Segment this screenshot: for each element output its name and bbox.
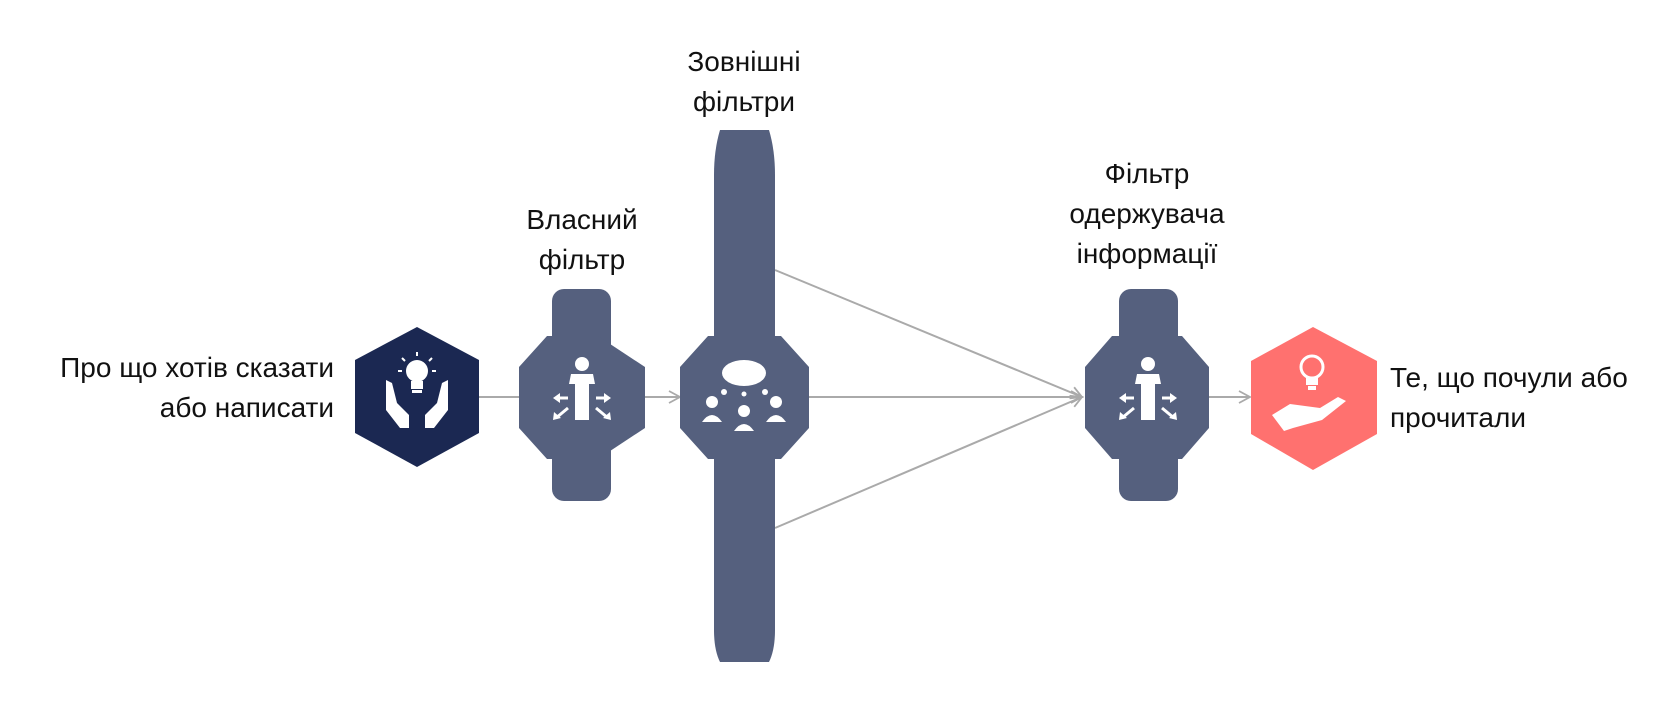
result-label: Те, що почули або прочитали — [1390, 358, 1628, 438]
result-label-line-1: Те, що почули або — [1390, 362, 1628, 393]
source-hexagon — [355, 327, 479, 467]
source-label-line-1: Про що хотів сказати — [60, 352, 334, 383]
person-arrows-icon — [1119, 357, 1177, 420]
result-node — [1251, 327, 1377, 470]
own-filter-label: Власний фільтр — [500, 200, 664, 280]
hand-lightbulb-icon — [1272, 354, 1346, 431]
external-filters-hexagon — [680, 336, 809, 459]
external-filters-label-line-2: фільтри — [692, 86, 796, 117]
connectors — [479, 269, 1252, 529]
receiver-filter-label-line-1: Фільтр — [1104, 158, 1190, 189]
receiver-filter-label-line-2: одержувача — [1069, 198, 1225, 229]
own-filter-label-line-1: Власний — [526, 204, 638, 235]
external-filters-node — [680, 130, 809, 662]
hands-lightbulb-icon — [386, 352, 448, 428]
receiver-filter-label-line-3: інформації — [1076, 238, 1218, 269]
arrow-external-to-receiver-upper — [774, 269, 1084, 400]
source-label-line-2: або написати — [159, 392, 334, 423]
receiver-filter-node — [1085, 289, 1209, 501]
external-filters-label-line-1: Зовнішні — [687, 46, 801, 77]
own-filter-label-line-2: фільтр — [538, 244, 626, 275]
arrow-external-to-receiver-lower — [774, 394, 1084, 529]
result-hexagon — [1251, 327, 1377, 470]
person-arrows-icon — [553, 357, 611, 420]
own-filter-node — [519, 289, 645, 501]
source-node — [355, 327, 479, 467]
source-label: Про що хотів сказати або написати — [60, 348, 334, 428]
external-filters-label: Зовнішні фільтри — [654, 42, 834, 122]
receiver-filter-label: Фільтр одержувача інформації — [1047, 154, 1247, 274]
people-discussion-icon — [702, 360, 786, 431]
result-label-line-2: прочитали — [1390, 402, 1526, 433]
